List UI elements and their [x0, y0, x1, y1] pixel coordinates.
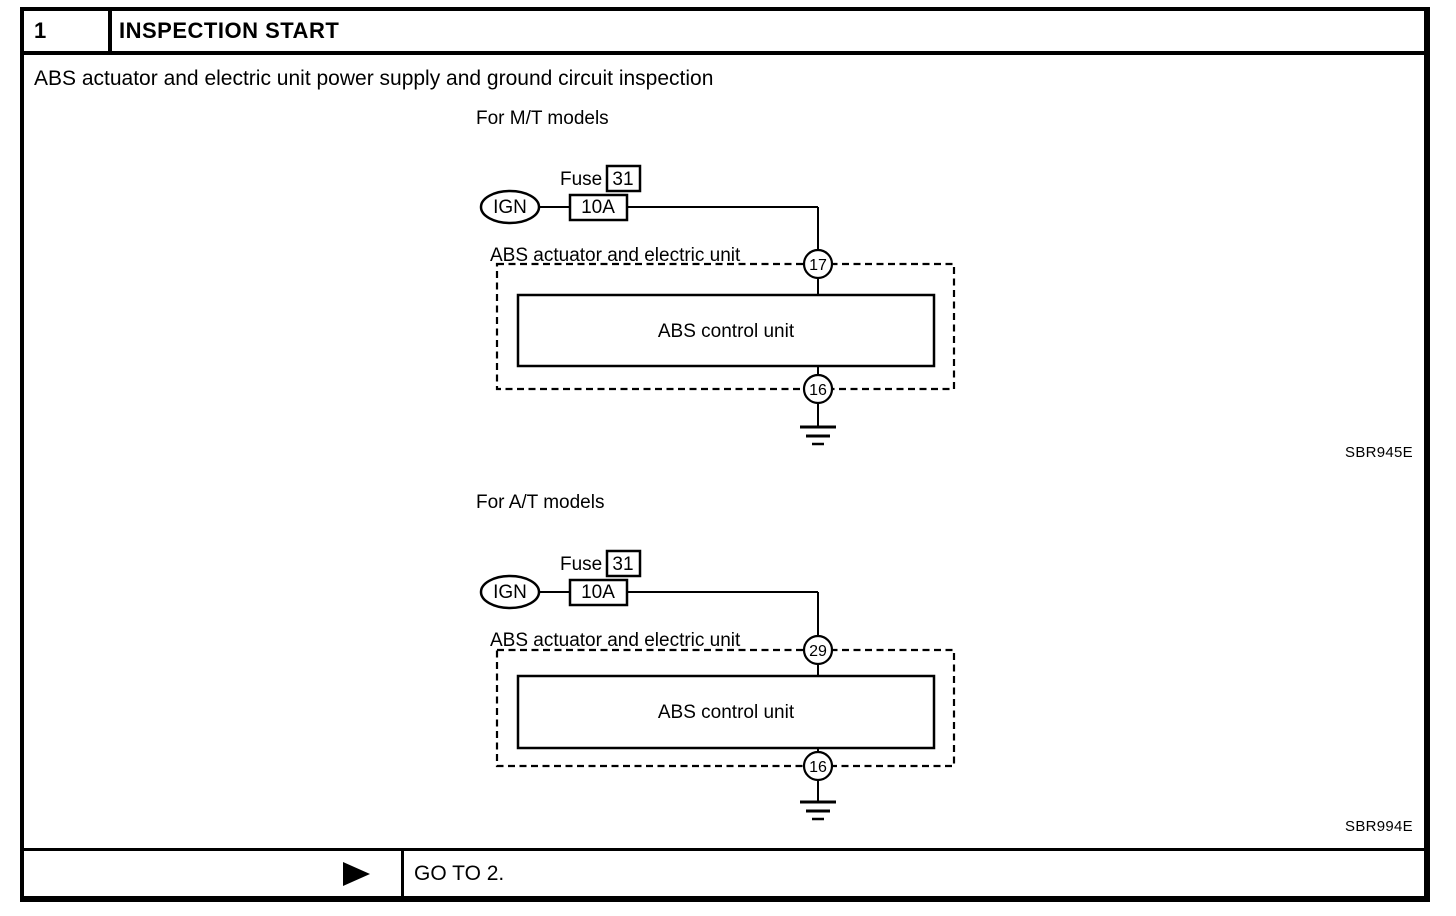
terminal-circle-top [802, 248, 834, 280]
fuse-symbol [568, 193, 629, 222]
figure-id-mt: SBR945E [1345, 444, 1413, 461]
terminal-number-bottom: 16 [809, 382, 827, 399]
control-unit-box [516, 293, 936, 368]
instruction-text: ABS actuator and electric unit power sup… [34, 67, 714, 90]
next-arrow-icon [343, 861, 370, 886]
terminal-circle-top [802, 634, 834, 666]
fuse-label: Fuse [560, 554, 602, 575]
fuse-label: Fuse [560, 169, 602, 190]
power-source-label: IGN [493, 197, 527, 218]
diagram-caption: For M/T models [476, 108, 609, 129]
control-unit-label: ABS control unit [658, 702, 795, 723]
step-title: INSPECTION START [119, 18, 340, 43]
control-unit-label: ABS control unit [658, 321, 795, 342]
step-header-row: 1 INSPECTION START [24, 11, 1424, 55]
terminal-number-top: 29 [809, 643, 827, 660]
action-row: GO TO 2. [24, 848, 1424, 896]
step-number: 1 [24, 11, 112, 51]
unit-label: ABS actuator and electric unit [490, 630, 741, 651]
unit-label: ABS actuator and electric unit [490, 245, 741, 266]
fuse-rating: 10A [581, 582, 615, 603]
terminal-number-bottom: 16 [809, 759, 827, 776]
power-source-label: IGN [493, 582, 527, 603]
diagram-caption: For A/T models [476, 492, 604, 513]
procedure-table: 1 INSPECTION START ABS actuator and elec… [20, 7, 1430, 902]
arrow-cell [24, 851, 404, 896]
control-unit-box [516, 674, 936, 750]
fuse-number-box [605, 549, 642, 578]
fuse-number: 31 [612, 169, 633, 190]
fuse-rating: 10A [581, 197, 615, 218]
unit-boundary-box [495, 262, 956, 391]
fuse-number: 31 [612, 554, 633, 575]
fuse-number-box [605, 164, 642, 193]
unit-boundary-box [495, 648, 956, 768]
terminal-number-top: 17 [809, 257, 827, 274]
figure-id-at: SBR994E [1345, 818, 1413, 835]
circuit-diagram-at: For A/T models Fuse 31 IGN 10A ABS actua… [476, 492, 956, 821]
action-text: GO TO 2. [414, 861, 505, 885]
circuit-diagram-mt: For M/T models Fuse 31 IGN 10A ABS actua… [476, 108, 956, 446]
